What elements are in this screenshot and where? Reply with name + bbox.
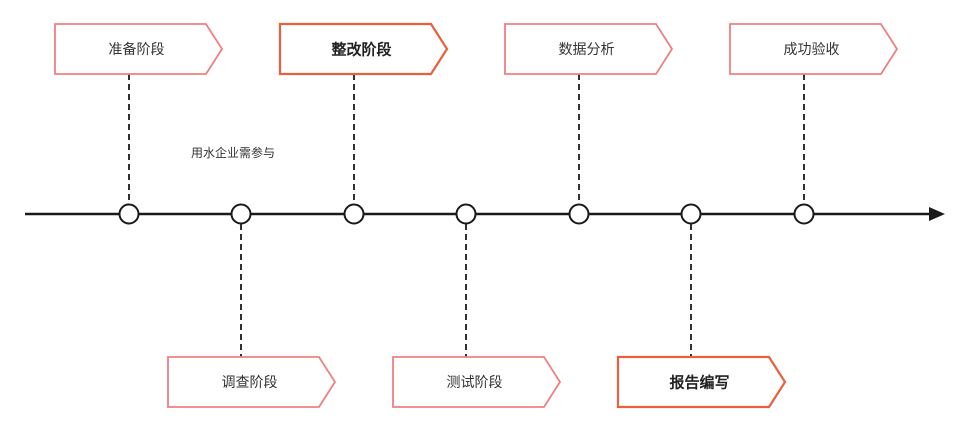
stage-node-shape — [392, 356, 562, 408]
stage-node-shape — [54, 23, 224, 75]
stage-node-label: 报告编写 — [669, 374, 729, 392]
timeline-marker-1 — [118, 203, 140, 225]
stage-node-above-1: 整改阶段 — [278, 22, 449, 76]
stage-node-above-2: 数据分析 — [504, 23, 674, 75]
timeline-marker-7 — [793, 203, 815, 225]
timeline-marker-3 — [343, 203, 365, 225]
stage-node-above-3: 成功验收 — [729, 23, 899, 75]
stage-node-below-2: 报告编写 — [616, 355, 787, 409]
stage-node-label: 整改阶段 — [331, 41, 391, 59]
timeline-marker-5 — [568, 203, 590, 225]
stage-node-label: 成功验收 — [784, 42, 840, 58]
stage-node-below-1: 测试阶段 — [392, 356, 562, 408]
timeline-marker-2 — [230, 203, 252, 225]
timeline-note: 用水企业需参与 — [191, 145, 275, 160]
stage-node-label: 调查阶段 — [222, 375, 278, 391]
stage-node-shape — [167, 356, 337, 408]
stage-node-label: 测试阶段 — [447, 375, 503, 391]
stage-node-label: 准备阶段 — [109, 41, 165, 58]
timeline-arrowhead — [929, 207, 945, 221]
stage-node-above-0: 准备阶段 — [54, 23, 224, 75]
timeline-marker-4 — [455, 203, 477, 225]
timeline-marker-6 — [680, 203, 702, 225]
stage-node-shape — [504, 23, 674, 75]
stage-node-shape — [729, 23, 899, 75]
stage-node-shape — [616, 355, 787, 409]
stage-node-below-0: 调查阶段 — [167, 356, 337, 408]
stage-node-label: 数据分析 — [559, 42, 615, 58]
stage-node-shape — [278, 22, 449, 76]
